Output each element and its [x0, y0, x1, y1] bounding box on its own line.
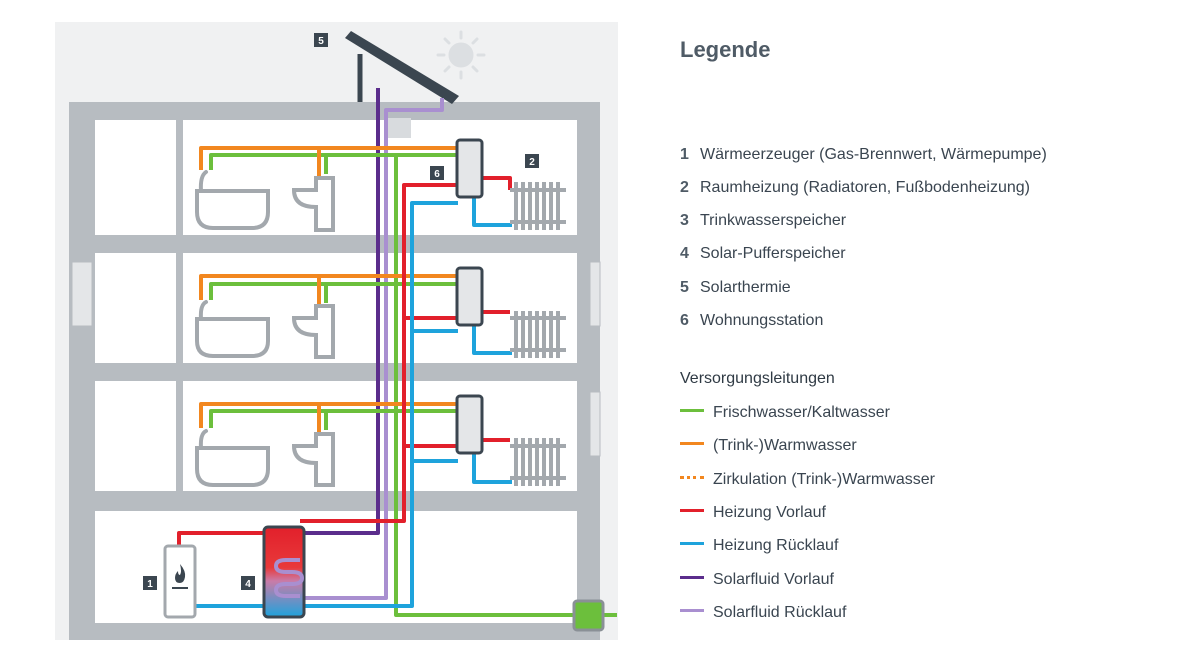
building-diagram: 1 2 4 5 6	[55, 22, 618, 640]
svg-text:4: 4	[245, 579, 251, 590]
riser-shaft	[385, 118, 411, 138]
cold-water-riser	[394, 155, 617, 617]
line-swatch	[680, 609, 704, 613]
svg-text:2: 2	[529, 157, 535, 168]
svg-text:6: 6	[434, 169, 440, 180]
badge-1: 1	[143, 576, 157, 590]
solar-collector	[345, 31, 459, 104]
legend-line-circulation: Zirkulation (Trink-)Warmwasser	[680, 471, 935, 489]
solar-supply-pipe	[300, 88, 380, 535]
windows	[71, 261, 601, 457]
heating-return-riser	[195, 201, 458, 608]
svg-text:5: 5	[318, 36, 324, 47]
solar-buffer-tank	[262, 525, 306, 619]
svg-text:1: 1	[147, 579, 153, 590]
water-connection	[572, 599, 605, 632]
supply-lines-title: Versorgungsleitungen	[680, 370, 835, 387]
flame-icon	[175, 564, 186, 583]
washbasins	[291, 176, 335, 487]
heat-exchanger-coil	[273, 558, 305, 598]
legend-line-heating-return: Heizung Rücklauf	[680, 537, 838, 555]
line-swatch	[680, 509, 704, 513]
legend-line-cold-water: Frischwasser/Kaltwasser	[680, 404, 890, 422]
line-swatch	[680, 476, 704, 480]
badge-6: 6	[430, 166, 444, 180]
sun-icon	[436, 30, 486, 80]
badge-5: 5	[314, 33, 328, 47]
cold-water-branches	[209, 153, 458, 430]
badge-2: 2	[525, 154, 539, 168]
heating-return-branches	[412, 198, 512, 484]
legend-line-heating-supply: Heizung Vorlauf	[680, 504, 826, 522]
legend-title: Legende	[680, 37, 771, 62]
legend-line-warm-water: (Trink-)Warmwasser	[680, 437, 857, 455]
badge-4: 4	[241, 576, 255, 590]
line-swatch	[680, 409, 704, 413]
solar-return-pipe	[300, 98, 444, 600]
line-swatch	[680, 442, 704, 446]
bathtubs	[195, 170, 270, 487]
heat-generator	[163, 544, 197, 619]
apartment-stations	[455, 138, 484, 455]
legend-line-solar-return: Solarfluid Rücklauf	[680, 604, 846, 622]
warm-water-pipes	[199, 146, 458, 432]
line-swatch	[680, 542, 704, 546]
line-swatch	[680, 576, 704, 580]
legend-line-solar-supply: Solarfluid Vorlauf	[680, 571, 834, 589]
radiators	[510, 182, 566, 486]
